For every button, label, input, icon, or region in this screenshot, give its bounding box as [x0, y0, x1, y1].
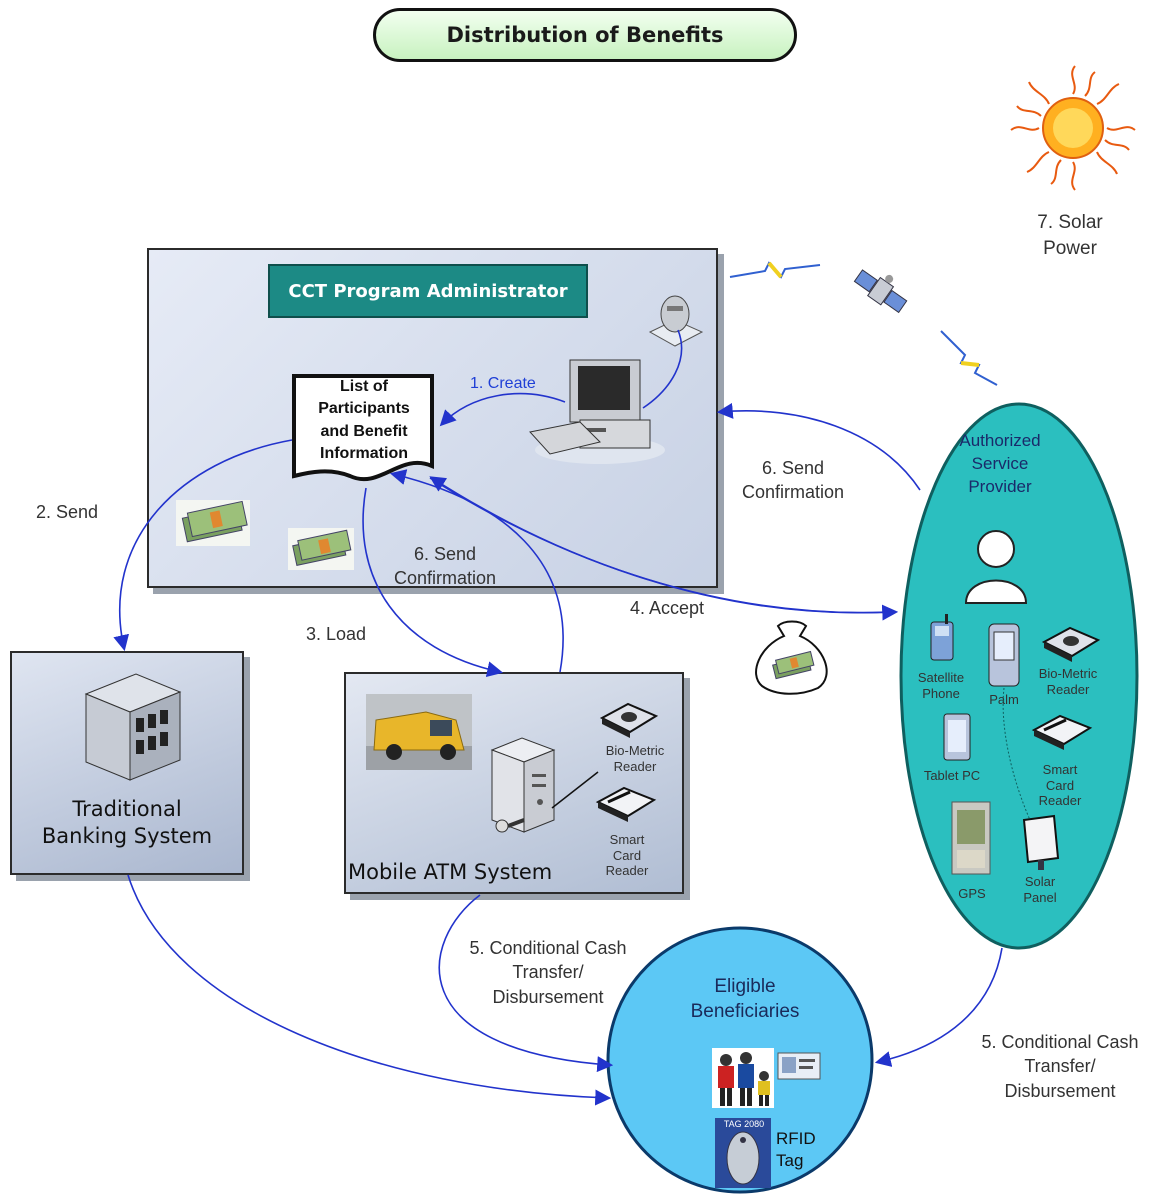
smart-card-reader-icon [595, 786, 657, 822]
palm-connector-lines [1002, 687, 1031, 821]
biometric-reader-icon [599, 702, 659, 738]
atm-connector-lines [551, 771, 599, 809]
participant-list-document-icon [292, 374, 434, 482]
step-load-label: 3. Load [306, 624, 367, 644]
cct-center-line3: Disbursement [492, 986, 604, 1007]
confirm-center-line2: Confirmation [393, 568, 497, 589]
confirm-right-line1: 6. Send [761, 458, 825, 478]
provider-smartcard-label-line2: Card [1045, 777, 1075, 793]
atm-panel-title: Mobile ATM System [348, 860, 553, 884]
provider-person-icon [964, 530, 1028, 604]
step-send-label: 2. Send [36, 502, 99, 522]
satellite-icon [853, 269, 908, 314]
cct-right-line1: 5. Conditional Cash [981, 1032, 1139, 1052]
lightning-bolt-icon [729, 261, 821, 279]
atm-biometric-label-line2: Reader [613, 758, 657, 774]
provider-title-line1: Authorized [959, 431, 1041, 450]
id-card-icon [777, 1052, 821, 1080]
atm-biometric-label-line1: Bio-Metric [605, 743, 665, 758]
palm-label: Palm [989, 692, 1019, 707]
sun-icon [1010, 65, 1136, 191]
step-create-label: 1. Create [470, 375, 536, 392]
cct-center-line2: Transfer/ [512, 962, 584, 983]
solar-panel-icon [1022, 814, 1060, 870]
document-line-3: and Benefit [320, 422, 408, 440]
satellite-phone-icon [930, 614, 954, 661]
provider-biometric-reader-icon [1041, 626, 1101, 662]
cct-administrator-header: CCT Program Administrator [268, 264, 588, 318]
rfid-label-line2: Tag [776, 1151, 804, 1171]
atm-smartcard-label-line1: Smart [609, 832, 645, 847]
tablet-pc-label: Tablet PC [923, 768, 981, 783]
tablet-pc-icon [943, 713, 971, 761]
provider-title-line2: Service [971, 453, 1029, 473]
provider-smart-card-reader-icon [1031, 714, 1093, 750]
document-line-1: List of [340, 378, 388, 395]
rfid-tag-icon [715, 1118, 771, 1188]
diagram-title: Distribution of Benefits [373, 8, 797, 62]
document-line-2: Participants [318, 400, 410, 418]
bank-title-line2: Banking System [41, 824, 213, 849]
gps-device-icon [951, 801, 991, 875]
solar-power-label-line1: 7. Solar [1037, 212, 1103, 233]
money-stack-icon-2 [288, 528, 354, 570]
solar-power-label-line2: Power [1043, 237, 1097, 259]
solar-panel-label-line1: Solar [1024, 874, 1056, 889]
cct-right-line2: Transfer/ [1024, 1056, 1096, 1077]
bank-building-icon [84, 673, 182, 781]
step-accept-label: 4. Accept [630, 598, 705, 618]
user-avatar-icon [648, 295, 704, 347]
provider-smartcard-label-line1: Smart [1042, 762, 1078, 777]
cct-center-line1: 5. Conditional Cash [469, 938, 627, 958]
provider-biometric-label-line2: Reader [1046, 681, 1090, 697]
gps-label: GPS [958, 886, 986, 901]
lightning-bolt-icon-2 [940, 330, 998, 386]
beneficiaries-title-line1: Eligible [714, 976, 776, 997]
solar-panel-label-line2: Panel [1023, 889, 1057, 905]
mobile-atm-van-photo [366, 694, 472, 770]
family-icon [712, 1048, 774, 1108]
money-bag-icon [755, 620, 828, 695]
rfid-label-line1: RFID [776, 1129, 816, 1148]
satellite-phone-label-line1: Satellite [917, 670, 965, 685]
satellite-phone-label-line2: Phone [922, 685, 960, 701]
atm-server-icon [490, 737, 556, 833]
rfid-tag-text: TAG 2080 [723, 1119, 765, 1129]
atm-smartcard-label-line3: Reader [605, 863, 649, 879]
cct-right-line3: Disbursement [1004, 1080, 1116, 1101]
beneficiaries-title-line2: Beneficiaries [690, 1000, 800, 1022]
provider-title-line3: Provider [968, 476, 1032, 496]
provider-biometric-label-line1: Bio-Metric [1038, 666, 1098, 681]
provider-smartcard-label-line3: Reader [1038, 793, 1082, 809]
bank-title-line1: Traditional [72, 797, 182, 821]
computer-icon [529, 359, 665, 464]
confirm-center-line1: 6. Send [413, 544, 477, 564]
atm-smartcard-label-line2: Card [612, 847, 642, 863]
document-line-4: Information [320, 445, 408, 463]
palm-device-icon [988, 623, 1020, 687]
confirm-right-line2: Confirmation [741, 482, 845, 503]
money-stack-icon [176, 500, 250, 546]
